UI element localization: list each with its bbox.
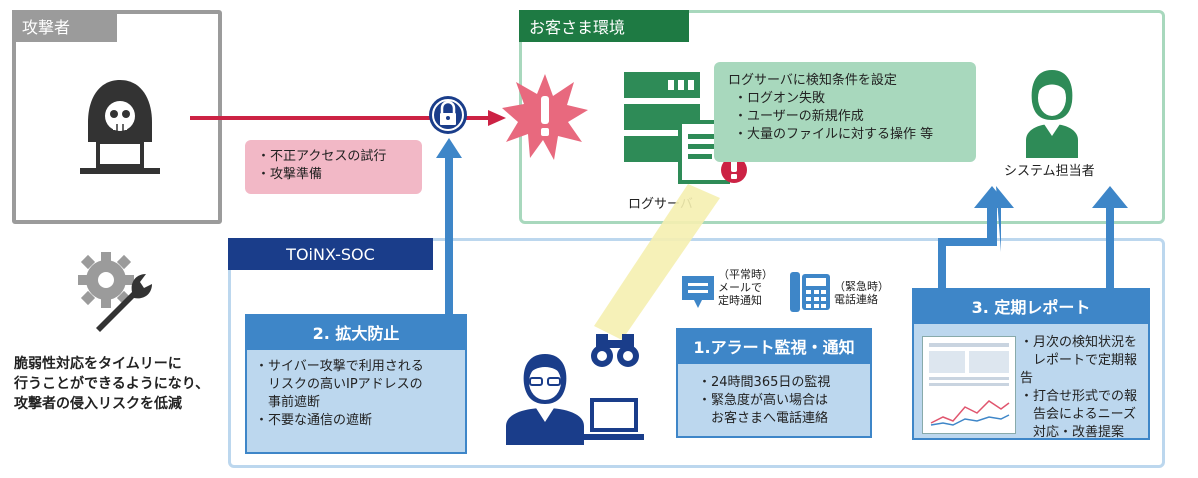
phone-note-line: （緊急時） bbox=[834, 280, 889, 293]
benefit-line: 行うことができるようになり、 bbox=[14, 376, 210, 392]
benefit-line: 攻撃者の侵入リスクを低減 bbox=[14, 396, 182, 412]
detection-item: ・ユーザーの新規作成 bbox=[734, 109, 864, 124]
detection-item: ・ログオン失敗 bbox=[734, 91, 826, 106]
phone-note: （緊急時） 電話連絡 bbox=[834, 280, 889, 306]
attacker-notes-box: ・不正アクセスの試行 ・攻撃準備 bbox=[245, 140, 422, 194]
step2-lines: ・サイバー攻撃で利用される リスクの高いIPアドレスの 事前遮断 ・不要な通信の… bbox=[255, 358, 424, 430]
step2-box: 2. 拡大防止 ・サイバー攻撃で利用される リスクの高いIPアドレスの 事前遮断… bbox=[245, 314, 467, 454]
block-arrow bbox=[436, 138, 462, 318]
report-arrow bbox=[1092, 186, 1128, 296]
step2-line: ・不要な通信の遮断 bbox=[255, 413, 373, 428]
system-staff-icon bbox=[1026, 70, 1078, 158]
attack-arrow bbox=[190, 110, 506, 126]
mail-note-line: 定時通知 bbox=[718, 294, 762, 307]
step3-line: ・月次の検知状況を bbox=[1020, 335, 1138, 350]
step1-line: ・緊急度が高い場合は bbox=[698, 393, 829, 408]
step3-line: 告会によるニーズ bbox=[1020, 407, 1136, 422]
attacker-note: ・攻撃準備 bbox=[257, 167, 323, 182]
soc-header: TOiNX-SOC bbox=[228, 238, 433, 270]
step2-line: ・サイバー攻撃で利用される bbox=[255, 359, 424, 374]
detection-box: ログサーバに検知条件を設定 ・ログオン失敗 ・ユーザーの新規作成 ・大量のファイ… bbox=[714, 62, 976, 162]
notify-arrow bbox=[938, 186, 1010, 326]
mail-icon bbox=[682, 276, 714, 308]
step1-line: ・24時間365日の監視 bbox=[698, 375, 831, 390]
mail-note-line: （平常時） bbox=[718, 268, 773, 281]
attacker-header: 攻撃者 bbox=[12, 10, 117, 42]
report-chart-icon bbox=[929, 343, 1010, 426]
alert-burst-icon bbox=[502, 74, 588, 160]
detection-title: ログサーバに検知条件を設定 bbox=[728, 73, 897, 88]
step3-lines: ・月次の検知状況を レポートで定期報告 ・打合せ形式での報 告会によるニーズ 対… bbox=[1020, 334, 1148, 442]
mail-note: （平常時） メールで 定時通知 bbox=[718, 268, 773, 307]
step2-line: リスクの高いIPアドレスの bbox=[255, 377, 423, 392]
detection-item: ・大量のファイルに対する操作 等 bbox=[734, 127, 934, 142]
customer-env-header: お客さま環境 bbox=[519, 10, 689, 42]
step3-line: ・打合せ形式での報 bbox=[1020, 389, 1138, 404]
binoculars-icon bbox=[591, 334, 639, 367]
phone-icon bbox=[790, 272, 830, 312]
lock-icon bbox=[429, 96, 467, 134]
step1-line: お客さまへ電話連絡 bbox=[698, 411, 829, 426]
attacker-note: ・不正アクセスの試行 bbox=[257, 149, 387, 164]
step2-title: 2. 拡大防止 bbox=[245, 314, 467, 350]
soc-panel bbox=[228, 238, 1165, 468]
step3-line: 対応・改善提案 bbox=[1020, 425, 1125, 440]
soc-operator-icon bbox=[506, 354, 584, 445]
step2-line: 事前遮断 bbox=[255, 395, 321, 410]
phone-note-line: 電話連絡 bbox=[834, 293, 878, 306]
step3-title: 3. 定期レポート bbox=[912, 288, 1150, 324]
step3-line: レポートで定期報告 bbox=[1020, 353, 1138, 386]
step1-lines: ・24時間365日の監視 ・緊急度が高い場合は お客さまへ電話連絡 bbox=[698, 374, 830, 428]
laptop-icon bbox=[584, 398, 644, 440]
step3-box: 3. 定期レポート ・月次の検知状況を レポートで定期報告 ・打合せ形式での報 … bbox=[912, 288, 1150, 440]
mail-note-line: メールで bbox=[718, 281, 762, 294]
attacker-panel: 攻撃者 bbox=[12, 10, 222, 224]
report-thumbnail bbox=[922, 336, 1016, 434]
benefit-text: 脆弱性対応をタイムリーに 行うことができるようになり、 攻撃者の侵入リスクを低減 bbox=[14, 354, 209, 414]
hacker-icon bbox=[80, 80, 160, 174]
gear-wrench-icon bbox=[78, 252, 152, 332]
system-staff-label: システム担当者 bbox=[1004, 164, 1095, 179]
benefit-line: 脆弱性対応をタイムリーに bbox=[14, 356, 182, 372]
step1-title: 1.アラート監視・通知 bbox=[676, 328, 872, 364]
monitoring-beam bbox=[594, 184, 720, 340]
step1-box: 1.アラート監視・通知 ・24時間365日の監視 ・緊急度が高い場合は お客さま… bbox=[676, 328, 872, 438]
